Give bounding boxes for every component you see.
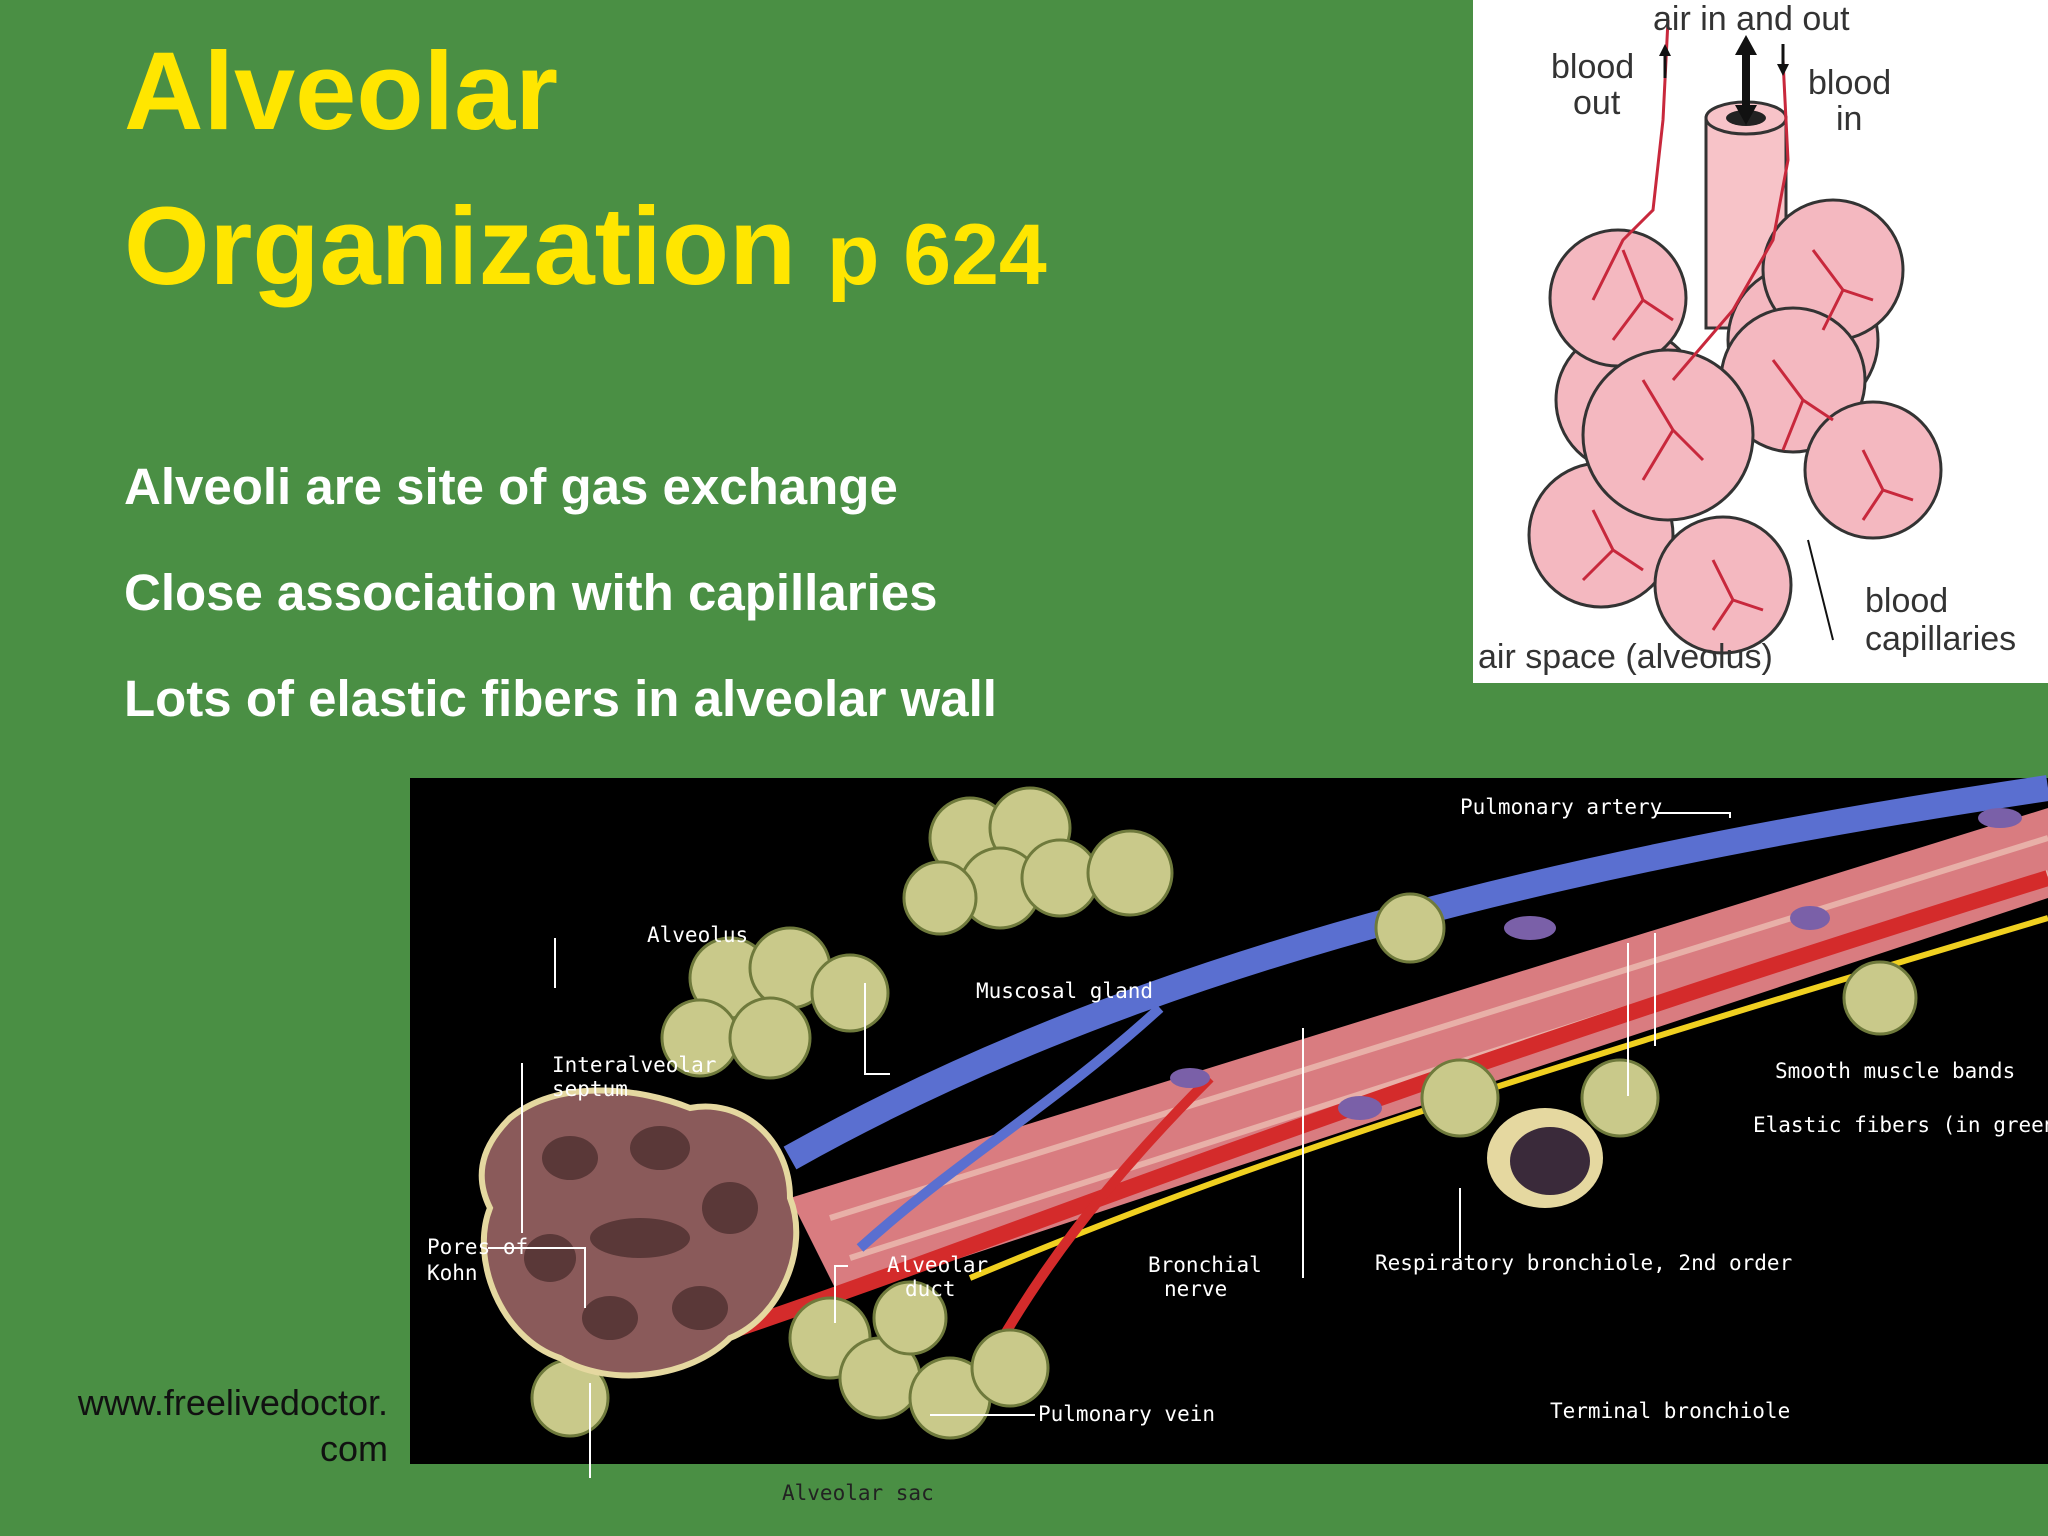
label-pulmonary-artery: Pulmonary artery <box>1460 795 1662 819</box>
gland <box>1338 1096 1382 1120</box>
title-page-ref: p 624 <box>827 207 1047 303</box>
alveolus-circle <box>1655 517 1791 653</box>
label-capillaries-1: blood <box>1865 582 1948 620</box>
leader-pulmonary-artery <box>1655 813 1730 818</box>
bullet-gas-exchange: Alveoli are site of gas exchange <box>124 434 997 540</box>
bullet-list: Alveoli are site of gas exchange Close a… <box>124 434 997 752</box>
gland <box>1170 1068 1210 1088</box>
label-air-in-out: air in and out <box>1653 0 1850 38</box>
label-pulmonary-vein: Pulmonary vein <box>1038 1402 1215 1426</box>
label-capillaries-2: capillaries <box>1865 620 2016 658</box>
label-resp-bronchiole: Respiratory bronchiole, 2nd order <box>1375 1251 1792 1275</box>
label-pores-2: Kohn <box>427 1261 478 1285</box>
title-line-2: Organization <box>124 185 796 308</box>
title-line-1: Alveolar <box>124 30 558 153</box>
sac-chamber <box>524 1234 576 1282</box>
blood-in-arrow-head <box>1777 64 1789 76</box>
label-pores-1: Pores of <box>427 1235 528 1259</box>
label-interalveolar-1: Interalveolar <box>552 1053 716 1077</box>
label-alveolar-duct-2: duct <box>905 1277 956 1301</box>
label-blood-out-2: out <box>1573 84 1621 122</box>
label-bronchial-nerve-1: Bronchial <box>1148 1253 1262 1277</box>
alveolus-ball <box>812 955 888 1031</box>
alveolus-diagram-graphic: air in and out blood out blood in air sp… <box>1473 0 2048 683</box>
label-bronchial-nerve-2: nerve <box>1164 1277 1227 1301</box>
label-elastic-fibers: Elastic fibers (in green) <box>1753 1113 2048 1137</box>
label-blood-in-1: blood <box>1808 64 1891 102</box>
sac-chamber <box>630 1126 690 1170</box>
gland <box>1790 906 1830 930</box>
label-smooth-muscle: Smooth muscle bands <box>1775 1059 2015 1083</box>
alveolar-sac-label-holder: Alveolar sac <box>770 1472 970 1512</box>
blood-out-arrow-head <box>1659 44 1671 56</box>
slide-title: Alveolar Organization p 624 <box>124 14 1047 333</box>
sac-chamber <box>672 1286 728 1330</box>
sac-chamber <box>702 1182 758 1234</box>
label-alveolar-sac: Alveolar sac <box>782 1481 934 1505</box>
alveolus-ball <box>904 862 976 934</box>
label-alveolus: Alveolus <box>647 923 748 947</box>
alveolus-ball <box>730 998 810 1078</box>
resp-bronchiole-lumen <box>1510 1127 1590 1195</box>
label-terminal-bronchiole: Terminal bronchiole <box>1550 1399 1790 1423</box>
sac-chamber <box>542 1136 598 1180</box>
label-alveolar-duct-1: Alveolar <box>887 1253 988 1277</box>
credit-line-1: www.freelivedoctor. <box>78 1380 388 1426</box>
label-air-space: air space (alveolus) <box>1478 638 1773 676</box>
label-muscosal-gland: Muscosal gland <box>976 979 1153 1003</box>
source-credit: www.freelivedoctor. com <box>78 1380 388 1472</box>
alveolus-ball <box>972 1330 1048 1406</box>
anatomy-graphic: Pulmonary artery Alveolus Muscosal gland… <box>410 778 2048 1464</box>
sac-chamber <box>582 1296 638 1340</box>
label-interalveolar-2: septum <box>552 1077 628 1101</box>
alveolus-circle-front <box>1583 350 1753 520</box>
gland <box>1978 808 2022 828</box>
gland <box>1504 916 1556 940</box>
bullet-capillaries: Close association with capillaries <box>124 540 997 646</box>
alveolus-ball <box>1422 1060 1498 1136</box>
alveolus-ball <box>1582 1060 1658 1136</box>
alveolus-diagram: air in and out blood out blood in air sp… <box>1473 0 2048 683</box>
alveolus-ball <box>1088 831 1172 915</box>
capillaries-pointer <box>1808 540 1833 640</box>
bullet-elastic-fibers: Lots of elastic fibers in alveolar wall <box>124 646 997 752</box>
alveolus-ball <box>1376 894 1444 962</box>
alveolus-ball <box>1022 840 1098 916</box>
sac-chamber <box>590 1218 690 1258</box>
respiratory-anatomy-illustration: Pulmonary artery Alveolus Muscosal gland… <box>410 778 2048 1464</box>
alveolus-ball <box>1844 962 1916 1034</box>
label-blood-in-2: in <box>1836 100 1862 138</box>
credit-line-2: com <box>78 1426 388 1472</box>
air-arrow-up-head <box>1735 35 1757 55</box>
label-blood-out-1: blood <box>1551 48 1634 86</box>
